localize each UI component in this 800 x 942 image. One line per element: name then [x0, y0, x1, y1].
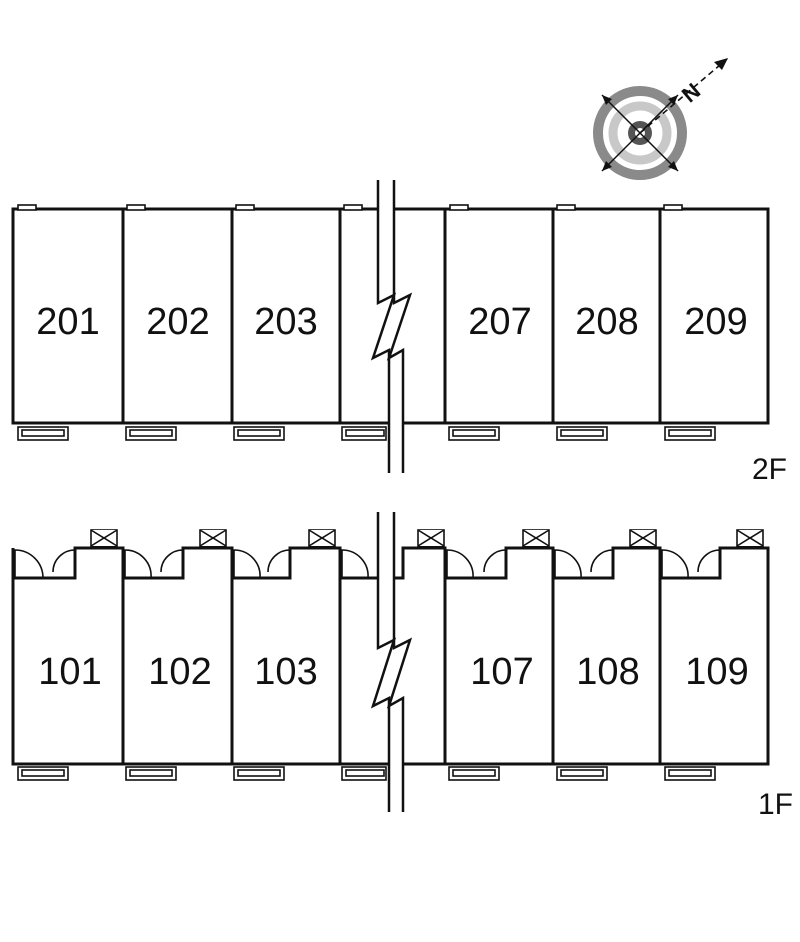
unit-number: 207 — [468, 301, 531, 343]
unit-number: 107 — [470, 651, 533, 693]
unit-201 — [11, 207, 125, 425]
unit-number: 102 — [148, 651, 211, 693]
unit-number: 108 — [576, 651, 639, 693]
floor-2f: 201 202 203 207 208 209 2F — [11, 180, 787, 486]
unit-number: 203 — [254, 301, 317, 343]
compass-icon: N — [593, 58, 728, 180]
unit-209 — [658, 207, 770, 425]
balcony-row-2f — [17, 426, 716, 441]
unit-202 — [121, 207, 234, 425]
unit-number: 209 — [684, 301, 747, 343]
unit-number: 103 — [254, 651, 317, 693]
unit-207 — [443, 207, 555, 425]
unit-number: 109 — [685, 651, 748, 693]
floor-label-2f: 2F — [752, 453, 787, 486]
unit-208 — [551, 207, 662, 425]
balcony-row-1f — [17, 766, 716, 781]
compass-north-label: N — [677, 78, 705, 107]
unit-number: 202 — [146, 301, 209, 343]
break-gap-1f — [373, 512, 410, 812]
door-icons-1f — [14, 549, 721, 579]
unit-number: 101 — [38, 651, 101, 693]
break-gap-2f — [373, 180, 410, 473]
meter-box-icons-1f — [90, 529, 764, 547]
unit-number: 208 — [575, 301, 638, 343]
unit-number: 201 — [36, 301, 99, 343]
floor-1f: 101 102 103 107 108 109 1F — [11, 512, 793, 821]
floor-label-1f: 1F — [758, 788, 793, 821]
